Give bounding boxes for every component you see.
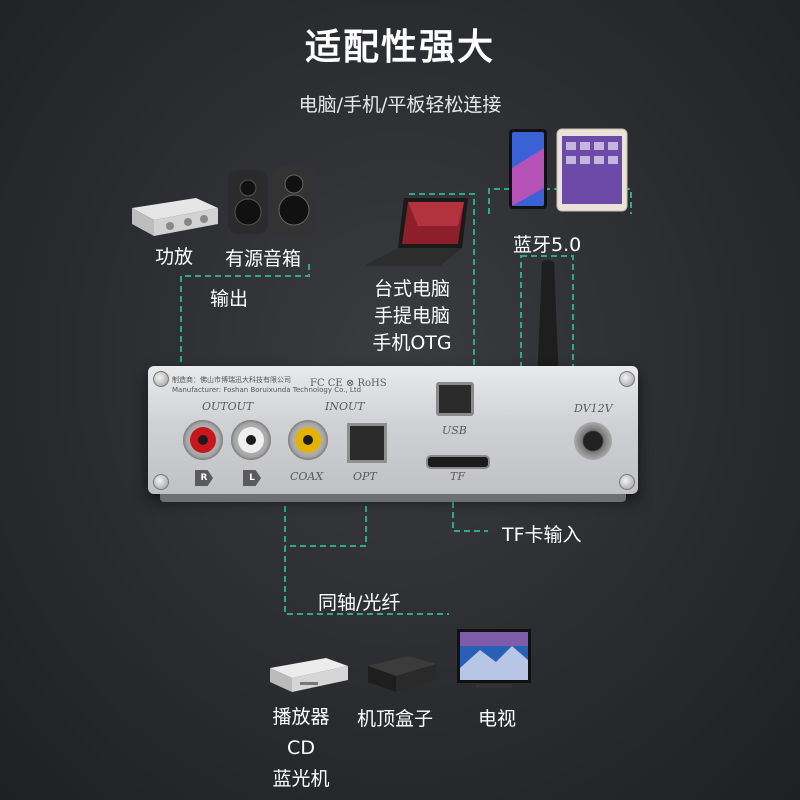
player-label-group: 播放器 CD 蓝光机 (258, 702, 344, 795)
tf-card-slot[interactable] (426, 455, 490, 469)
channel-r-badge: R (195, 470, 213, 486)
laptop-icon (364, 198, 468, 266)
pc-label-line: 手提电脑 (373, 305, 450, 327)
output-connector-line (180, 262, 310, 402)
output-label: 输出 (210, 288, 249, 310)
coax-opt-label: 同轴/光纤 (318, 592, 401, 614)
rear-panel-foot (160, 494, 626, 502)
opt-down-line (285, 486, 367, 547)
channel-l-badge: L (243, 470, 261, 486)
disc-player-icon (270, 658, 348, 692)
outout-silk: OUTOUT (202, 400, 254, 413)
tf-connector-line (452, 472, 488, 532)
tablet-icon (556, 128, 628, 212)
screw-icon (619, 371, 635, 387)
phone-icon (509, 129, 547, 209)
player-label-line: CD (287, 737, 315, 759)
coax-opt-connector-line (284, 486, 449, 615)
tf-silk: TF (450, 470, 465, 483)
player-label-line: 蓝光机 (272, 768, 330, 790)
manufacturer-line-en: Manufacturer: Foshan Boruixunda Technolo… (172, 386, 362, 394)
tf-input-label: TF卡输入 (502, 524, 582, 546)
speakers-icon (228, 166, 316, 236)
rca-r-output-jack[interactable] (183, 420, 223, 460)
page-title: 适配性强大 (304, 27, 495, 68)
stb-label: 机顶盒子 (357, 708, 434, 730)
pc-label-line: 手机OTG (372, 332, 452, 354)
amplifier-icon (132, 198, 218, 236)
usb-b-port[interactable] (436, 382, 474, 416)
tv-icon (457, 629, 531, 688)
set-top-box-icon (368, 656, 436, 692)
pc-label-line: 台式电脑 (373, 278, 450, 300)
pc-label-group: 台式电脑 手提电脑 手机OTG (362, 276, 462, 357)
coax-input-jack[interactable] (288, 420, 328, 460)
usb-silk: USB (442, 424, 467, 437)
dc-power-jack[interactable] (574, 422, 612, 460)
rca-l-output-jack[interactable] (231, 420, 271, 460)
screw-icon (153, 474, 169, 490)
manufacturer-line: 制造商：佛山市博瑞迅大科技有限公司 (172, 376, 291, 384)
rear-panel (148, 366, 638, 494)
screw-icon (153, 371, 169, 387)
bluetooth-label: 蓝牙5.0 (513, 234, 582, 256)
player-label-line: 播放器 (272, 706, 330, 728)
usb-connector-line (409, 193, 475, 366)
coax-silk: COAX (290, 470, 324, 483)
optical-input-port[interactable] (347, 423, 387, 463)
screw-icon (619, 474, 635, 490)
tv-label: 电视 (478, 708, 517, 730)
page-subtitle: 电脑/手机/平板轻松连接 (298, 94, 502, 116)
speaker-label: 有源音箱 (225, 248, 302, 270)
certification-marks: FC CE ⊗ RoHS (310, 378, 387, 389)
opt-silk: OPT (353, 470, 377, 483)
dc-silk: DV12V (574, 402, 613, 415)
amp-label: 功放 (155, 246, 194, 268)
inout-silk: INOUT (325, 400, 365, 413)
